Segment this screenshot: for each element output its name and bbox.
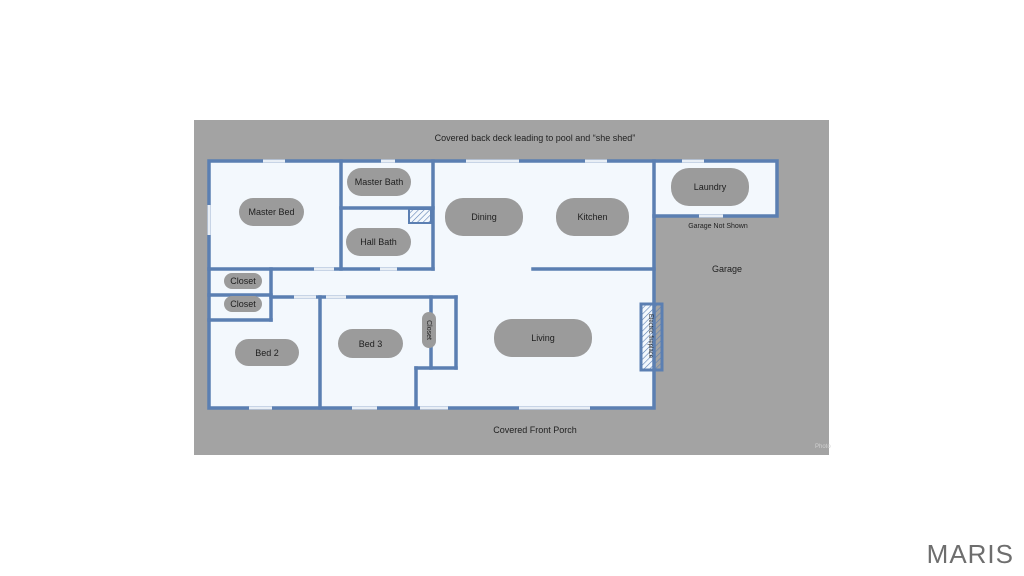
- room-closet-3: Closet: [422, 312, 436, 348]
- chase-box: [408, 208, 432, 224]
- maris-watermark-logo: MARIS: [926, 539, 1014, 569]
- room-living: Living: [494, 319, 592, 357]
- garage-note: Garage Not Shown: [688, 223, 748, 230]
- room-master-bed: Master Bed: [239, 198, 304, 226]
- garage-label: Garage: [711, 264, 743, 274]
- room-closet-1: Closet: [224, 273, 262, 289]
- windows: [207, 159, 723, 410]
- photo-credit: Photo: [815, 444, 831, 450]
- room-closet-2: Closet: [224, 296, 262, 312]
- room-dining: Dining: [445, 198, 523, 236]
- room-laundry: Laundry: [671, 168, 749, 206]
- porch-label: Covered Front Porch: [493, 425, 577, 435]
- room-kitchen: Kitchen: [556, 198, 629, 236]
- room-master-bath: Master Bath: [347, 168, 411, 196]
- fireplace-box: [639, 302, 664, 372]
- room-bed-3: Bed 3: [338, 329, 403, 358]
- room-hall-bath: Hall Bath: [346, 228, 411, 256]
- room-bed-2: Bed 2: [235, 339, 299, 366]
- room-fireplace: Electric fireplace: [647, 313, 653, 358]
- deck-label: Covered back deck leading to pool and “s…: [434, 133, 636, 143]
